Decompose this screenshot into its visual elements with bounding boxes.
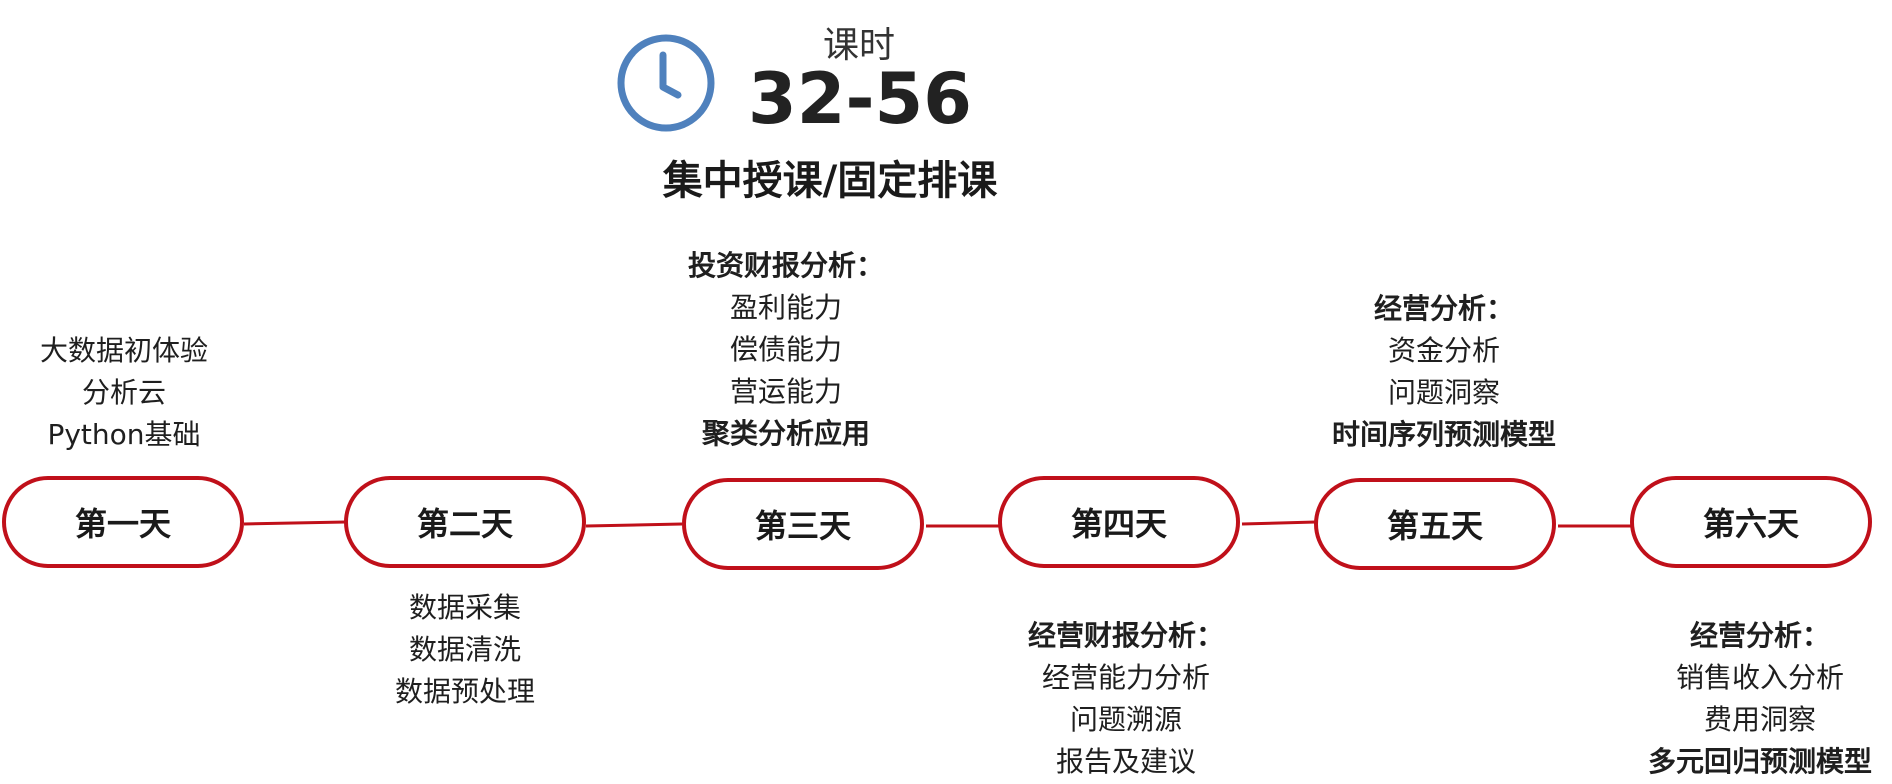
day-3-topic-2: 偿债能力 (729, 333, 842, 366)
day-2-label: 第二天 (416, 505, 513, 543)
day-3-topics: 投资财报分析： 盈利能力 偿债能力 营运能力 聚类分析应用 (666, 245, 906, 455)
day-2-pill: 第二天 (344, 476, 586, 568)
hours-label: 课时 (822, 25, 895, 66)
day-2-topic-2: 数据清洗 (408, 633, 521, 666)
connector-1-2 (243, 520, 347, 526)
day-4-topic-3: 报告及建议 (1055, 745, 1196, 778)
schedule-label: 集中授课/固定排课 (662, 158, 998, 204)
day-6-topic-2: 费用洞察 (1703, 703, 1816, 736)
day-1-topics: 大数据初体验 分析云 Python基础 (14, 330, 234, 456)
day-3-pill: 第三天 (682, 478, 924, 570)
day-2-topic-1: 数据采集 (408, 591, 521, 624)
day-6-topic-3: 多元回归预测模型 (1647, 745, 1872, 778)
clock-icon (617, 34, 715, 132)
day-1-topic-3: Python基础 (47, 418, 201, 451)
day-6-heading: 经营分析： (1689, 619, 1830, 652)
day-5-topic-1: 资金分析 (1387, 334, 1500, 367)
day-1-pill: 第一天 (2, 476, 244, 568)
day-4-pill: 第四天 (998, 476, 1240, 568)
day-5-pill: 第五天 (1314, 478, 1556, 570)
day-1-label: 第一天 (74, 505, 171, 543)
day-3-topic-3: 营运能力 (729, 375, 842, 408)
hours-value: 32-56 (748, 58, 972, 140)
day-3-label: 第三天 (754, 507, 851, 545)
day-6-label: 第六天 (1702, 505, 1799, 543)
day-2-topic-3: 数据预处理 (394, 675, 535, 708)
day-6-pill: 第六天 (1630, 476, 1872, 568)
day-3-heading: 投资财报分析： (687, 249, 884, 282)
day-5-topic-2: 问题洞察 (1387, 376, 1500, 409)
day-5-heading: 经营分析： (1373, 292, 1514, 325)
connector-4-5 (1241, 520, 1317, 526)
day-4-topic-2: 问题溯源 (1069, 703, 1182, 736)
day-3-topic-1: 盈利能力 (729, 291, 842, 324)
day-6-topics: 经营分析： 销售收入分析 费用洞察 多元回归预测模型 (1630, 615, 1890, 783)
day-5-topic-3: 时间序列预测模型 (1331, 418, 1556, 451)
day-4-label: 第四天 (1070, 505, 1167, 543)
day-3-topic-4: 聚类分析应用 (701, 417, 870, 450)
day-4-heading: 经营财报分析： (1027, 619, 1224, 652)
day-1-topic-1: 大数据初体验 (39, 334, 208, 367)
day-4-topic-1: 经营能力分析 (1041, 661, 1210, 694)
day-5-topics: 经营分析： 资金分析 问题洞察 时间序列预测模型 (1314, 288, 1574, 456)
day-4-topics: 经营财报分析： 经营能力分析 问题溯源 报告及建议 (1006, 615, 1246, 783)
day-5-label: 第五天 (1386, 507, 1483, 545)
day-2-topics: 数据采集 数据清洗 数据预处理 (365, 587, 565, 713)
day-6-topic-1: 销售收入分析 (1675, 661, 1844, 694)
connector-2-3 (585, 522, 683, 528)
day-1-topic-2: 分析云 (81, 376, 166, 409)
